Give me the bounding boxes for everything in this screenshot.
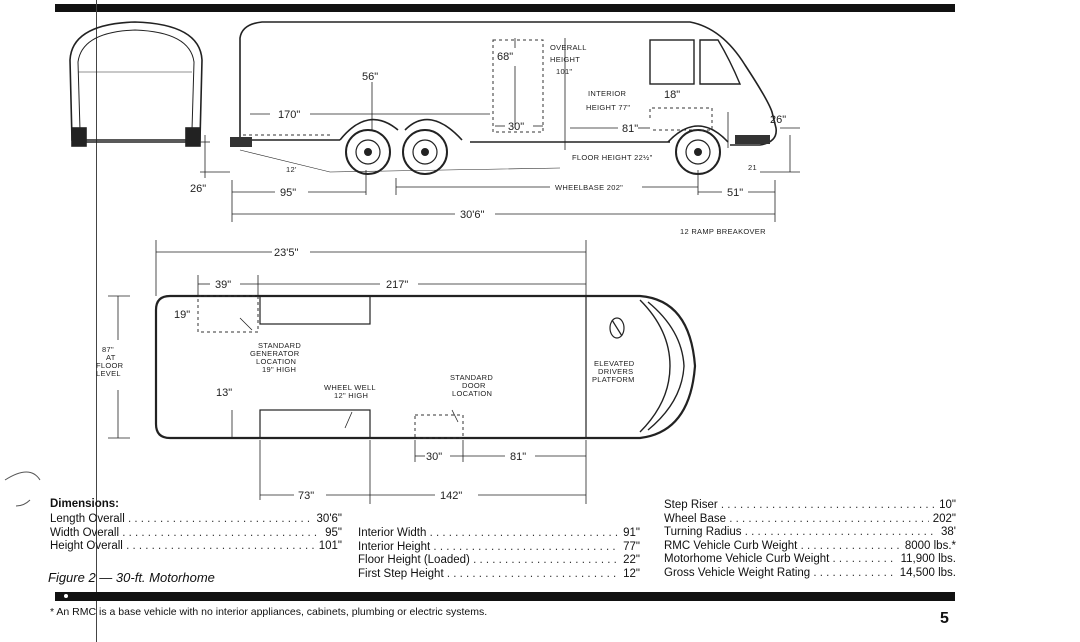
dimensions-heading: Dimensions: (50, 498, 120, 510)
dim-26-right: 26" (770, 114, 786, 126)
top-rule (55, 4, 955, 12)
bottom-rule-dot (64, 594, 68, 598)
width-label-3: FLOOR (96, 361, 124, 370)
dim-73: 73" (298, 490, 314, 502)
overall-length: 30'6" (460, 209, 484, 221)
side-body (239, 21, 777, 146)
dim-23-5: 23'5" (274, 247, 298, 259)
figure-caption: Figure 2 — 30-ft. Motorhome (48, 570, 215, 585)
side-view-drawing: 26" (69, 21, 800, 236)
ramp-breakover: 12 RAMP BREAKOVER (680, 227, 766, 236)
specs-right: Step Riser10" Wheel Base202" Turning Rad… (664, 499, 956, 580)
interior-label: INTERIOR (588, 89, 627, 98)
generator-label-3: LOCATION (256, 357, 296, 366)
dim-18: 18" (664, 89, 680, 101)
dim-13: 13" (216, 387, 232, 399)
dim-39: 39" (215, 279, 231, 291)
bottom-rule (55, 592, 955, 601)
dim-81-side: 81" (622, 123, 638, 135)
wheel-well-label-2: 12" HIGH (334, 391, 368, 400)
overall-height-label: OVERALL (550, 43, 587, 52)
floor-plan-body (154, 294, 697, 440)
spec-row: Interior Width91" (358, 527, 640, 541)
specs-middle: Interior Width91" Interior Height77" Flo… (358, 527, 640, 581)
spec-row: Interior Height77" (358, 541, 640, 555)
footnote: * An RMC is a base vehicle with no inter… (50, 606, 488, 618)
spec-row: Gross Vehicle Weight Rating14,500 lbs. (664, 567, 956, 581)
overall-height-value: 101" (556, 67, 572, 76)
front-view (69, 21, 203, 147)
interior-height-label: HEIGHT 77" (586, 103, 630, 112)
dim-81-top: 81" (510, 451, 526, 463)
dim-95: 95" (280, 187, 296, 199)
spec-row: Turning Radius38' (664, 526, 956, 540)
spec-row: Height Overall101" (50, 540, 342, 554)
spec-row: Wheel Base202" (664, 513, 956, 527)
door-label-3: LOCATION (452, 389, 492, 398)
door-label-1: STANDARD (450, 373, 493, 382)
dim-30-side: 30" (508, 121, 524, 133)
page-number: 5 (940, 610, 949, 627)
dim-26-left: 26" (190, 183, 206, 195)
specs-left: Length Overall30'6" Width Overall95" Hei… (50, 513, 342, 554)
dim-21: 21 (748, 163, 757, 172)
dim-170: 170" (278, 109, 300, 121)
spec-row: Floor Height (Loaded)22" (358, 554, 640, 568)
margin-line (96, 0, 97, 642)
width-label-4: LEVEL (96, 369, 121, 378)
margin-curl (4, 471, 41, 507)
dim-30-top: 30" (426, 451, 442, 463)
drivers-label-3: PLATFORM (592, 375, 635, 384)
dim-19: 19" (174, 309, 190, 321)
floor-plan-drawing: 23'5" 39" 217" 19" 87" AT FLOOR LEVEL ST… (96, 240, 697, 504)
spec-row: First Step Height12" (358, 568, 640, 582)
height-word: HEIGHT (550, 55, 580, 64)
dim-217: 217" (386, 279, 408, 291)
generator-label-4: 19" HIGH (262, 365, 296, 374)
door-label-2: DOOR (462, 381, 486, 390)
spec-row: Width Overall95" (50, 527, 342, 541)
wheels (345, 129, 721, 175)
drivers-label-2: DRIVERS (598, 367, 633, 376)
width-label-2: AT (106, 353, 116, 362)
generator-label-1: STANDARD (258, 341, 301, 350)
spec-row: RMC Vehicle Curb Weight8000 lbs.* (664, 540, 956, 554)
wheel-well-label-1: WHEEL WELL (324, 383, 376, 392)
generator-label-2: GENERATOR (250, 349, 300, 358)
dim-12-small: 12' (286, 165, 297, 174)
wheelbase-label: WHEELBASE 202" (555, 183, 623, 192)
drivers-label-1: ELEVATED (594, 359, 635, 368)
width-label-1: 87" (102, 345, 114, 354)
spec-row: Motorhome Vehicle Curb Weight11,900 lbs. (664, 553, 956, 567)
dim-142: 142" (440, 490, 462, 502)
dim-51: 51" (727, 187, 743, 199)
dim-68: 68" (497, 51, 513, 63)
spec-row: Step Riser10" (664, 499, 956, 513)
floor-height: FLOOR HEIGHT 22½" (572, 153, 653, 162)
dim-56: 56" (362, 71, 378, 83)
spec-row: Length Overall30'6" (50, 513, 342, 527)
